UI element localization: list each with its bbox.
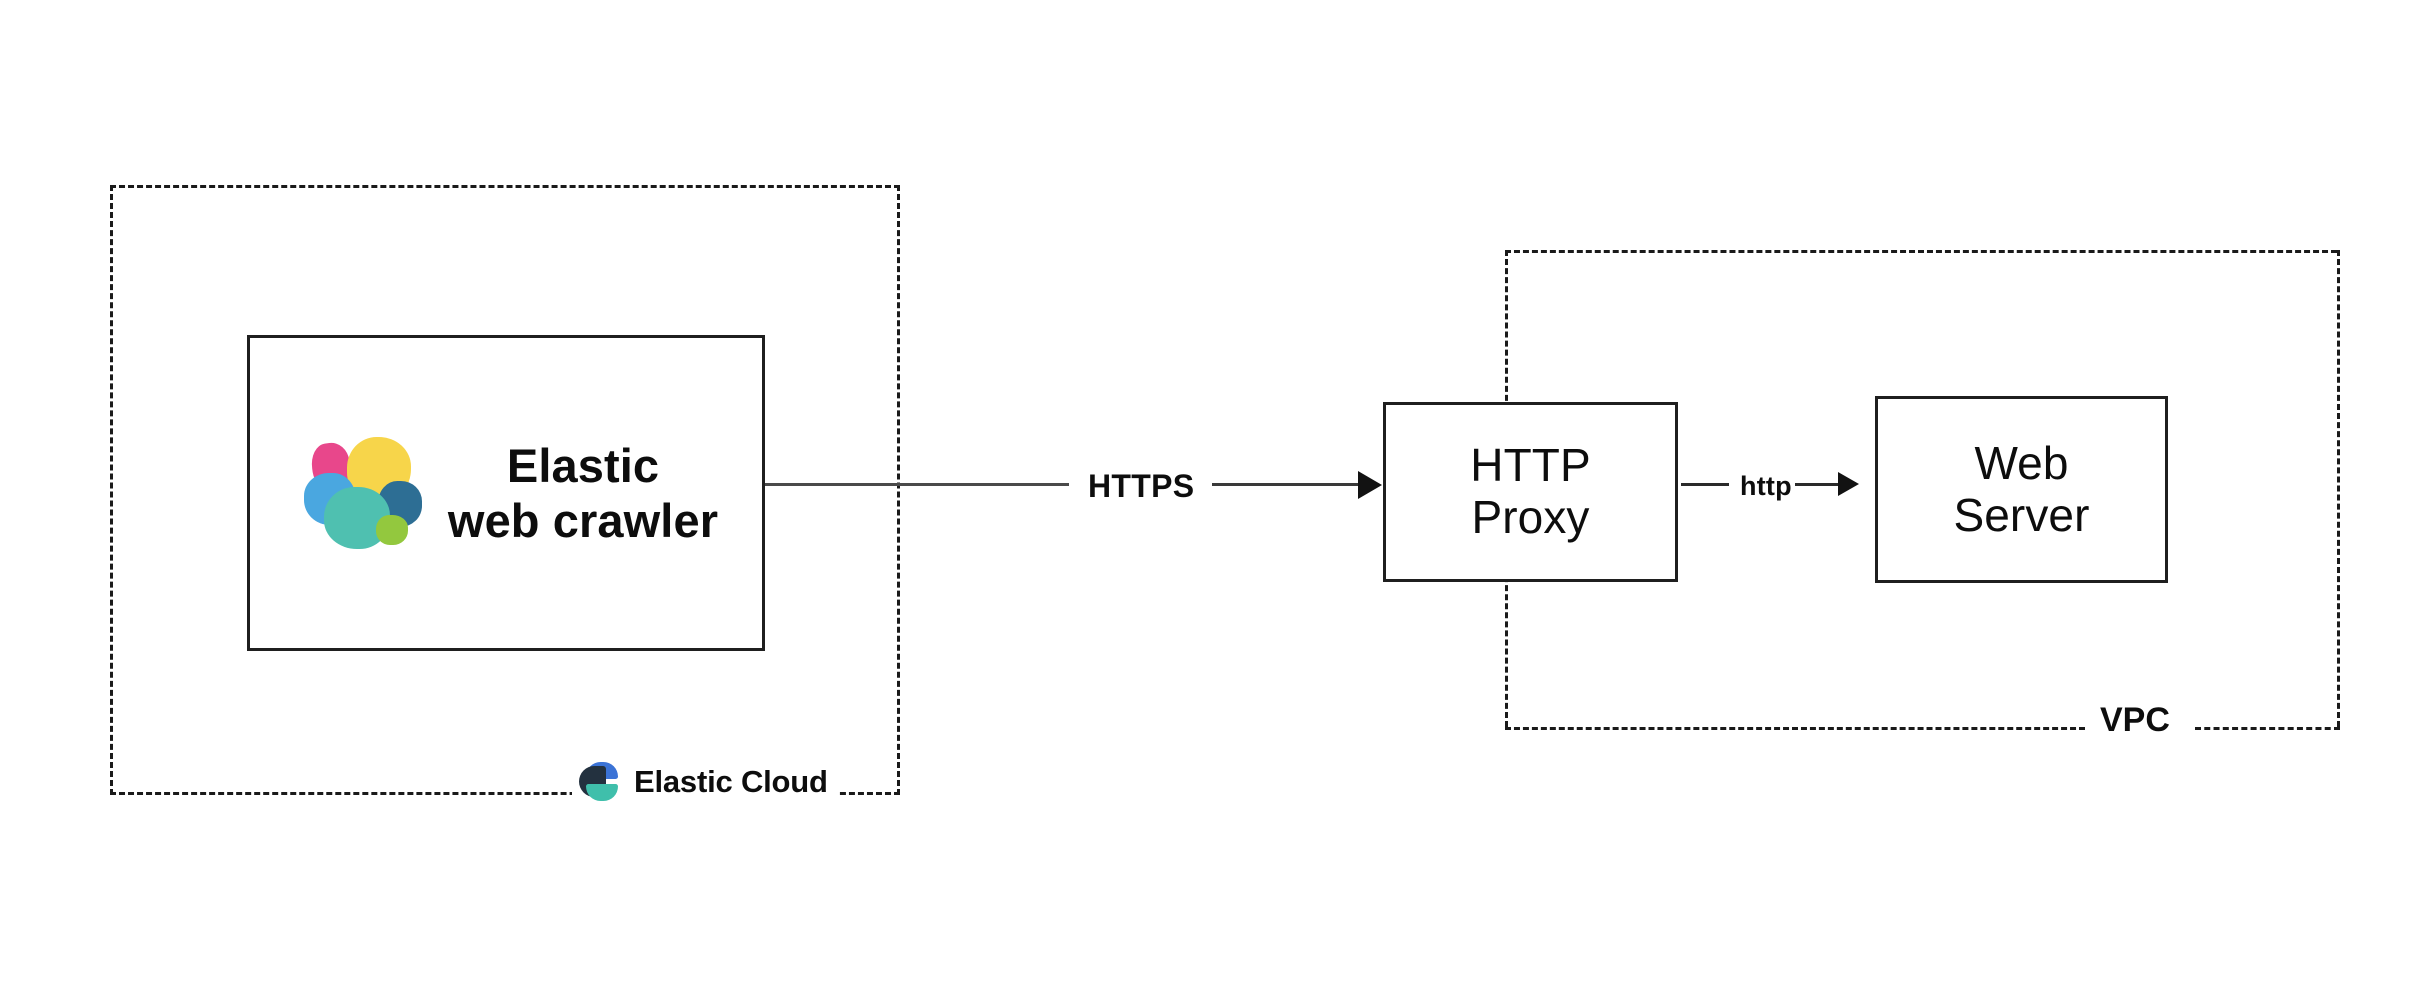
edge-label-https: HTTPS: [1082, 468, 1201, 504]
node-http-proxy[interactable]: HTTP Proxy: [1383, 402, 1678, 582]
arrowhead-to-http-proxy-icon: [1358, 471, 1382, 499]
node-elastic-web-crawler-label: Elastic web crawler: [447, 438, 719, 547]
node-elastic-web-crawler[interactable]: Elastic web crawler: [247, 335, 765, 651]
edge-proxy-to-http-line: [1681, 483, 1729, 486]
zone-elastic-cloud: [110, 185, 900, 795]
zone-vpc-border-right: [2337, 250, 2340, 727]
zone-elastic-cloud-caption: Elastic Cloud: [572, 757, 838, 807]
node-web-server[interactable]: Web Server: [1875, 396, 2168, 583]
zone-vpc-border-top: [1505, 250, 2337, 253]
node-http-proxy-label: HTTP Proxy: [1470, 439, 1591, 543]
node-web-server-label: Web Server: [1953, 436, 2090, 541]
edge-label-http: http: [1735, 471, 1797, 502]
edge-crawler-to-https-line: [765, 483, 1069, 486]
edge-http-to-webserver-line: [1795, 483, 1841, 486]
elastic-cloud-logo-icon: [578, 761, 620, 803]
elastic-cloud-arc-teal: [586, 784, 618, 801]
elastic-cluster-logo-icon: [303, 437, 422, 549]
arrowhead-to-web-server-icon: [1838, 472, 1859, 496]
elastic-logo-petal-lime: [375, 515, 408, 545]
zone-vpc-border-bottom-left: [1505, 727, 2085, 730]
edge-https-to-proxy-line: [1212, 483, 1360, 486]
zone-elastic-cloud-label: Elastic Cloud: [634, 764, 828, 799]
zone-vpc-label: VPC: [2092, 700, 2178, 742]
zone-vpc-border-bottom-right: [2195, 727, 2340, 730]
